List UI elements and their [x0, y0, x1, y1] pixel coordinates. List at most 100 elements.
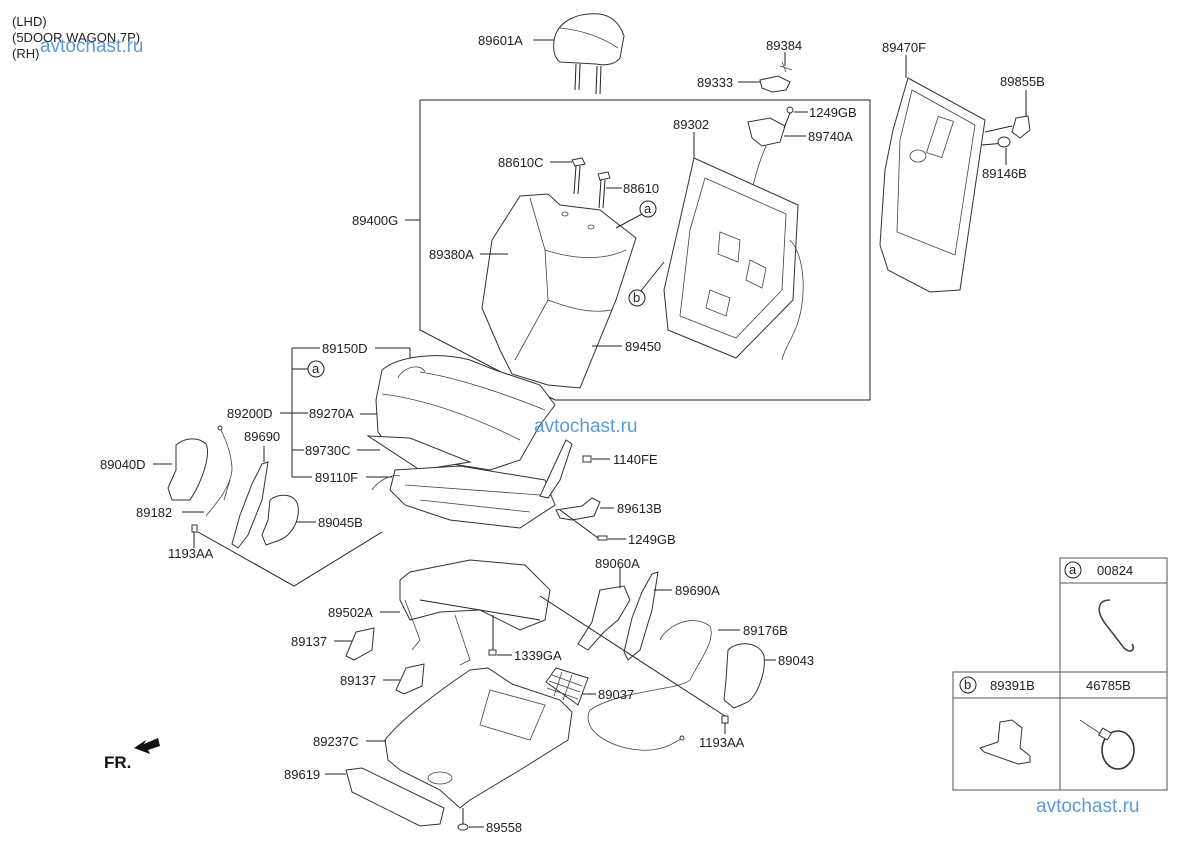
part-label-89601A[interactable]: 89601A — [478, 33, 523, 48]
seatback-hook-part[interactable] — [1011, 115, 1031, 139]
part-label-89040D[interactable]: 89040D — [100, 457, 146, 472]
part-label-89558[interactable]: 89558 — [486, 820, 522, 835]
part-label-88610[interactable]: 88610 — [623, 181, 659, 196]
legend-part-00824[interactable]: 00824 — [1097, 563, 1133, 578]
header-lhd: (LHD) — [12, 14, 47, 29]
part-label-1249GB-mid[interactable]: 1249GB — [628, 532, 676, 547]
recliner-assembly-part[interactable] — [231, 461, 269, 549]
legend-callout-b — [959, 676, 977, 694]
part-label-89450[interactable]: 89450 — [625, 339, 661, 354]
watermark-top-left: avtochast.ru — [40, 36, 144, 57]
part-label-89110F[interactable]: 89110F — [315, 470, 358, 485]
mat-89037-part[interactable] — [545, 667, 589, 706]
part-label-89730C[interactable]: 89730C — [305, 443, 351, 458]
side-cover-89043-part[interactable] — [723, 643, 765, 709]
part-label-89302[interactable]: 89302 — [673, 117, 709, 132]
part-label-89043[interactable]: 89043 — [778, 653, 814, 668]
nut-1339GA-part[interactable] — [488, 615, 497, 656]
part-label-89333[interactable]: 89333 — [697, 75, 733, 90]
part-label-88610C[interactable]: 88610C — [498, 155, 544, 170]
part-label-89146B[interactable]: 89146B — [982, 166, 1027, 181]
part-label-1249GB-top[interactable]: 1249GB — [809, 105, 857, 120]
part-label-89037[interactable]: 89037 — [598, 687, 634, 702]
part-label-1339GA[interactable]: 1339GA — [514, 648, 562, 663]
side-cover-outer-part[interactable] — [261, 494, 299, 546]
header-body-type: (5DOOR WAGON 7P) — [12, 30, 140, 45]
part-label-89060A[interactable]: 89060A — [595, 556, 640, 571]
legend-callout-a — [1064, 561, 1082, 579]
headrest-guide-c-part[interactable] — [571, 157, 586, 195]
leader-callout-b — [639, 261, 665, 293]
callout-b-text: b — [633, 290, 640, 305]
part-label-1193AA-left[interactable]: 1193AA — [168, 546, 214, 561]
part-label-89502A[interactable]: 89502A — [328, 605, 373, 620]
part-label-89740A[interactable]: 89740A — [808, 129, 853, 144]
seatback-clip-part[interactable] — [997, 136, 1011, 148]
recliner-handle-part[interactable] — [747, 106, 794, 191]
part-label-89182[interactable]: 89182 — [136, 505, 172, 520]
seatback-cover-part[interactable] — [481, 193, 637, 389]
part-label-89150D[interactable]: 89150D — [322, 341, 368, 356]
seatback-group-frame — [419, 99, 871, 401]
recliner-89690A-part[interactable] — [623, 571, 659, 661]
callout-a-cushion — [307, 360, 325, 378]
bracket-89060A-part[interactable] — [577, 585, 631, 651]
part-label-89200D[interactable]: 89200D — [227, 406, 273, 421]
bolt-1193AA-right-part[interactable] — [721, 715, 729, 724]
part-label-89855B[interactable]: 89855B — [1000, 74, 1045, 89]
part-label-89176B[interactable]: 89176B — [743, 623, 788, 638]
seatback-rear-panel[interactable] — [879, 77, 1013, 293]
cushion-side-bracket-part[interactable] — [539, 439, 573, 499]
bracket-89137-a-part[interactable] — [345, 627, 375, 661]
part-label-89619[interactable]: 89619 — [284, 767, 320, 782]
bracket-89619-part[interactable] — [345, 767, 445, 827]
seat-pan-89237C-part[interactable] — [384, 667, 573, 809]
headrest-part[interactable] — [553, 13, 625, 95]
part-label-89470F[interactable]: 89470F — [882, 40, 926, 55]
part-label-89237C[interactable]: 89237C — [313, 734, 359, 749]
cushion-frame-part[interactable] — [371, 465, 556, 529]
cable-tie-46785B-icon — [1079, 719, 1135, 770]
legend-table: a 00824 b 89391B 46785B — [952, 557, 1168, 791]
clip-89391B-icon — [979, 719, 1031, 765]
headrest-guide-part-2[interactable] — [597, 171, 611, 209]
assembly-line-right — [539, 595, 726, 717]
callout-a-top-text: a — [644, 201, 652, 216]
part-label-89384[interactable]: 89384 — [766, 38, 802, 53]
part-label-89613B[interactable]: 89613B — [617, 501, 662, 516]
header-side: (RH) — [12, 46, 39, 61]
part-label-89045B[interactable]: 89045B — [318, 515, 363, 530]
legend-part-89391B[interactable]: 89391B — [990, 678, 1035, 693]
release-cable-part[interactable] — [205, 425, 233, 517]
cushion-bracket — [280, 347, 320, 478]
headrest-guide-part[interactable] — [759, 61, 793, 93]
seat-track-frame-part[interactable] — [399, 559, 551, 666]
part-label-1193AA-right[interactable]: 1193AA — [699, 735, 745, 750]
legend-callout-b-text: b — [964, 677, 971, 692]
part-label-89400G[interactable]: 89400G — [352, 213, 398, 228]
front-direction-marker: FR. — [104, 738, 160, 772]
bolt-1140FE-part[interactable] — [582, 455, 592, 463]
grommet-89558-part[interactable] — [457, 808, 469, 831]
legend-callout-a-text: a — [1069, 562, 1077, 577]
watermark-center: avtochast.ru — [534, 416, 638, 437]
part-label-89270A[interactable]: 89270A — [309, 406, 354, 421]
part-label-89137-b[interactable]: 89137 — [340, 673, 376, 688]
part-label-89690[interactable]: 89690 — [244, 429, 280, 444]
bolt-left-part[interactable] — [191, 524, 198, 533]
seatback-frame-part[interactable] — [663, 157, 804, 361]
seat-heater-mat-part[interactable] — [366, 435, 472, 471]
side-cover-inner-part[interactable] — [167, 438, 209, 501]
bracket-89137-b-part[interactable] — [395, 663, 425, 695]
cable-89176B-part[interactable] — [587, 620, 712, 751]
trim-cover-89613B-part[interactable] — [555, 497, 601, 521]
front-label: FR. — [104, 753, 131, 772]
part-label-1140FE[interactable]: 1140FE — [613, 452, 658, 467]
part-label-89380A[interactable]: 89380A — [429, 247, 474, 262]
legend-part-46785B[interactable]: 46785B — [1086, 678, 1131, 693]
clip-00824-icon — [1098, 599, 1135, 652]
part-label-89137-a[interactable]: 89137 — [291, 634, 327, 649]
screw-1249GB-part[interactable] — [597, 535, 608, 541]
part-label-89690A[interactable]: 89690A — [675, 583, 720, 598]
